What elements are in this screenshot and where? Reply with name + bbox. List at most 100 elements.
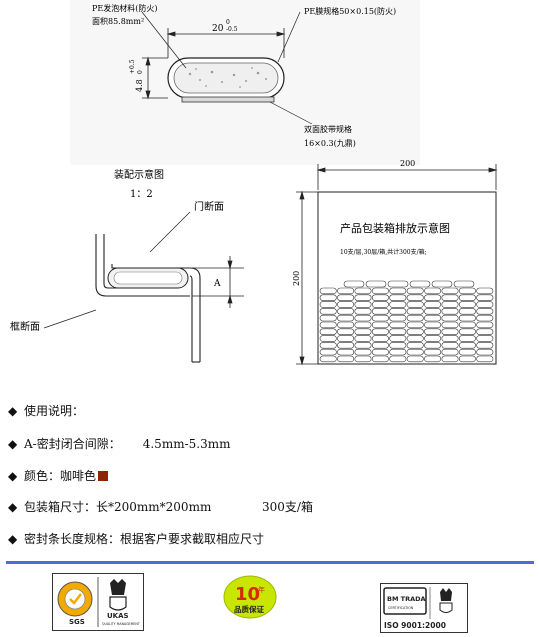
stacked-seal <box>389 342 407 349</box>
assembly-leaders <box>43 211 191 329</box>
height-dimension <box>142 56 168 100</box>
stacked-seal <box>476 355 494 363</box>
stacked-seal <box>441 328 459 335</box>
color-label: 颜色：咖啡色 <box>24 469 97 483</box>
label-frame: 框断面 <box>10 320 40 333</box>
stacked-seal <box>441 348 459 356</box>
bullet-diamond: ◆ <box>8 469 18 483</box>
stacked-seal <box>424 342 442 349</box>
stacked-seal <box>365 280 387 288</box>
stacked-seal <box>453 280 475 288</box>
quality-badge: 10 年 品质保证 <box>223 575 277 619</box>
height-dim-tol-bottom: 0 <box>137 70 144 74</box>
stacked-seal <box>371 342 389 349</box>
badge-suffix: 年 <box>258 585 265 594</box>
width-dim-value: 20 <box>212 24 224 34</box>
note-usage: ◆使用说明： <box>8 404 84 418</box>
assembly-scale: 1：2 <box>130 189 153 200</box>
box-subtitle: 10支/层,30层/箱,共计300支/箱; <box>340 248 427 256</box>
stacked-seal <box>476 308 494 315</box>
assembly-diagram <box>95 234 201 363</box>
stacked-seal <box>406 335 424 342</box>
label-door: 门断面 <box>194 200 224 213</box>
stacked-seal <box>319 308 337 315</box>
stacked-seal <box>337 328 355 335</box>
stacked-seal <box>424 321 442 329</box>
stacked-seal <box>409 280 431 288</box>
bullet-diamond: ◆ <box>8 404 18 418</box>
leader-lines <box>141 11 313 125</box>
stacked-seal <box>476 314 494 322</box>
note-length: ◆密封条长度规格：根据客户要求截取相应尺寸 <box>8 532 264 546</box>
a-dimension <box>192 256 244 308</box>
stacked-seal <box>337 287 355 295</box>
box-seal-stack <box>319 280 494 363</box>
tape-section <box>181 96 275 103</box>
stacked-seal <box>406 328 424 335</box>
stacked-seal <box>389 287 407 295</box>
stacked-seal <box>343 280 365 288</box>
stacked-seal <box>476 328 494 335</box>
stacked-seal <box>424 328 442 335</box>
stacked-seal <box>337 321 355 329</box>
label-pe-foam: PE发泡材料(防火) <box>92 3 157 13</box>
stacked-seal <box>389 308 407 315</box>
stacked-seal <box>319 321 337 329</box>
bmtrada-frame <box>383 587 427 615</box>
sgs-label: SGS <box>69 618 85 626</box>
stacked-seal <box>371 328 389 335</box>
box-size-label: 包装箱尺寸：长*200mm*200mm <box>24 500 212 514</box>
stacked-seal <box>406 294 424 301</box>
stacked-seal <box>319 348 337 356</box>
bmtrada-sub: CERTIFICATION <box>388 606 414 610</box>
stacked-seal <box>441 355 459 363</box>
stacked-seal <box>371 321 389 329</box>
stacked-seal <box>319 328 337 335</box>
bullet-diamond: ◆ <box>8 437 18 451</box>
stacked-seal <box>371 348 389 356</box>
stacked-seal <box>389 301 407 308</box>
bullet-diamond: ◆ <box>8 500 18 514</box>
stacked-seal <box>354 301 372 308</box>
stacked-seal <box>406 342 424 349</box>
stacked-seal <box>389 355 407 363</box>
stacked-seal <box>371 287 389 295</box>
stacked-seal <box>319 301 337 308</box>
stacked-seal <box>476 335 494 342</box>
stacked-seal <box>389 328 407 335</box>
stacked-seal <box>476 294 494 301</box>
stacked-seal <box>441 294 459 301</box>
technical-drawing: 20 0 -0.5 4.8 +0.5 0 PE发泡材料(防火) 面积85.8mm… <box>10 3 498 366</box>
stacked-seal <box>337 335 355 342</box>
stacked-seal <box>389 348 407 356</box>
label-a: A <box>213 279 221 289</box>
stacked-seal <box>406 355 424 363</box>
stacked-seal <box>319 335 337 342</box>
stacked-seal <box>406 348 424 356</box>
stacked-seal <box>371 294 389 301</box>
ukas-sub: QUALITY MANAGEMENT <box>102 622 140 626</box>
divider-line <box>6 561 534 564</box>
stacked-seal <box>354 308 372 315</box>
stacked-seal <box>337 308 355 315</box>
bmtrada-logo: BM TRADA CERTIFICATION ISO 9001:2000 <box>380 583 468 633</box>
box-dim-height: 200 <box>292 271 301 286</box>
stacked-seal <box>441 335 459 342</box>
stacked-seal <box>389 335 407 342</box>
stacked-seal <box>458 328 476 335</box>
stacked-seal <box>319 294 337 301</box>
note-gap: ◆A-密封闭合间隙：4.5mm-5.3mm <box>8 437 230 451</box>
stacked-seal <box>476 287 494 295</box>
crown-icon <box>440 588 452 601</box>
stacked-seal <box>424 335 442 342</box>
stacked-seal <box>319 314 337 322</box>
stacked-seal <box>371 314 389 322</box>
stacked-seal <box>424 355 442 363</box>
crown-icon <box>110 579 126 595</box>
stacked-seal <box>441 308 459 315</box>
box-count: 300支/箱 <box>262 500 313 514</box>
stacked-seal <box>476 348 494 356</box>
stacked-seal <box>458 321 476 329</box>
stacked-seal <box>354 355 372 363</box>
stacked-seal <box>387 280 409 288</box>
